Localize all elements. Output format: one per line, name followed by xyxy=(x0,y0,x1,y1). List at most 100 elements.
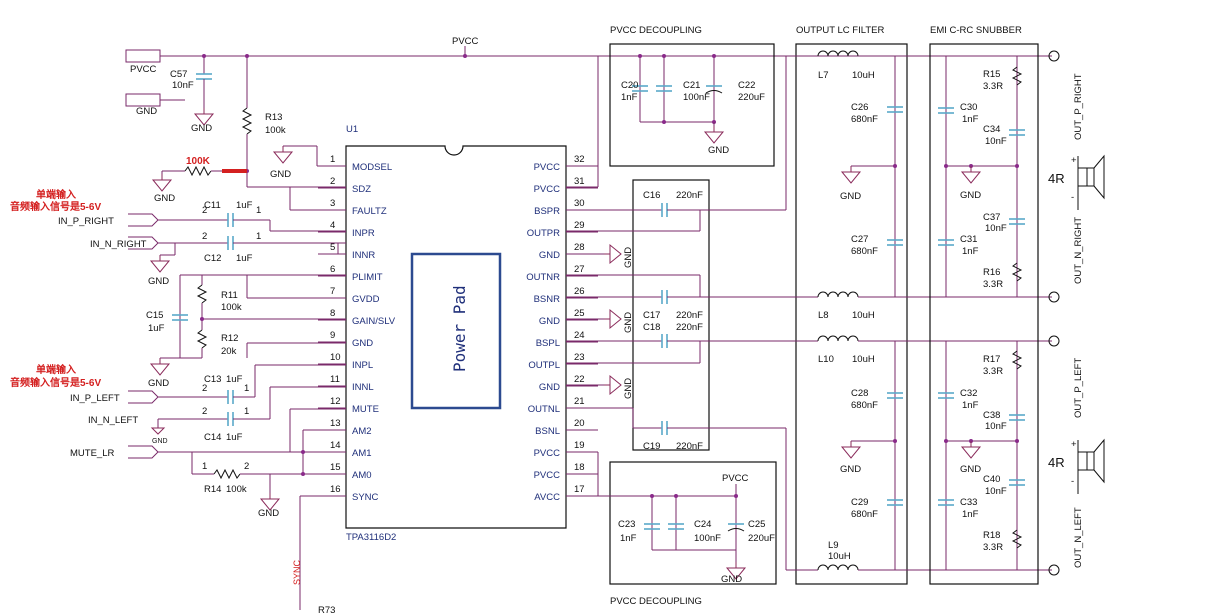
c17-ref: C17 xyxy=(643,310,660,321)
output-lc-title: OUTPUT LC FILTER xyxy=(796,25,884,36)
c21-ref: C21 xyxy=(683,80,700,91)
c11-value: 1uF xyxy=(236,200,253,211)
r11-value: 100k xyxy=(221,302,242,313)
pin-num-left: 13 xyxy=(330,418,341,429)
c23-value: 1nF xyxy=(620,533,637,544)
pin-name-right: OUTNR xyxy=(526,272,560,283)
in-n-right-label: IN_N_RIGHT xyxy=(90,239,147,250)
pvcc-connector xyxy=(125,49,161,63)
pvcc-rail-label: PVCC xyxy=(452,36,479,47)
pvcc-top-title: PVCC DECOUPLING xyxy=(610,25,702,36)
pvcc-decoupling-top: PVCC DECOUPLING GND C20 1nF C21 100nF C2… xyxy=(609,25,775,167)
power-pad xyxy=(410,252,502,410)
pin-name-left: INPR xyxy=(352,228,375,239)
pin-name-right: BSNL xyxy=(535,426,560,437)
c33-value: 1nF xyxy=(962,509,979,520)
snubber-title: EMI C-RC SNUBBER xyxy=(930,25,1022,36)
c30-ref: C30 xyxy=(960,102,977,113)
sdz-network: 100K GND xyxy=(152,156,346,211)
speaker-left-label: 4R xyxy=(1048,455,1065,470)
modsel-gnd-label: GND xyxy=(270,169,291,180)
red-resistor-label: 100K xyxy=(186,156,211,167)
pin-num-right: 17 xyxy=(574,484,585,495)
pin-num-right: 20 xyxy=(574,418,585,429)
r14-ref: R14 xyxy=(204,484,221,495)
speaker-left: +- 4R xyxy=(1048,438,1105,494)
out-n-left: OUT_N_LEFT xyxy=(1073,507,1084,568)
r18-value: 3.3R xyxy=(983,542,1003,553)
lc-r-gnd: GND xyxy=(840,191,861,202)
r12-value: 20k xyxy=(221,346,237,357)
c20-ref: C20 xyxy=(621,80,638,91)
c27-value: 680nF xyxy=(851,246,878,257)
c14-ref: C14 xyxy=(204,432,221,443)
modsel-gnd: GND xyxy=(270,145,346,180)
c21-value: 100nF xyxy=(683,92,710,103)
c38-value: 10nF xyxy=(985,421,1007,432)
pin-name-left: MODSEL xyxy=(352,162,392,173)
gnd28-label: GND xyxy=(623,247,634,268)
r17-ref: R17 xyxy=(983,354,1000,365)
r18-ref: R18 xyxy=(983,530,1000,541)
r16-ref: R16 xyxy=(983,267,1000,278)
pin-name-left: INNR xyxy=(352,250,375,261)
c18-value: 220nF xyxy=(676,322,703,333)
pin-name-right: GND xyxy=(539,382,560,393)
pin-name-right: PVCC xyxy=(534,470,561,481)
l8-ref: L8 xyxy=(818,310,829,321)
in-p-left-label: IN_P_LEFT xyxy=(70,393,120,404)
c20-value: 1nF xyxy=(621,92,638,103)
pin-num-left: 16 xyxy=(330,484,341,495)
pin-num-right: 22 xyxy=(574,374,585,385)
gain-network: R11 100k R12 20k C15 1uF GND xyxy=(146,274,346,389)
right-note-2: 音频输入信号是5-6V xyxy=(10,200,101,213)
c13-value: 1uF xyxy=(226,374,243,385)
c24-value: 100nF xyxy=(694,533,721,544)
c16-value: 220nF xyxy=(676,190,703,201)
gnd-connector xyxy=(125,93,161,107)
c26-ref: C26 xyxy=(851,102,868,113)
c23-ref: C23 xyxy=(618,519,635,530)
pin-num-right: 32 xyxy=(574,154,585,165)
pvcc-bottom-net: PVCC xyxy=(722,473,749,484)
gnd25-label: GND xyxy=(623,312,634,333)
pin-num-left: 14 xyxy=(330,440,341,451)
pin-num-left: 6 xyxy=(330,264,335,275)
pin-num-left: 1 xyxy=(330,154,335,165)
r13-ref: R13 xyxy=(265,112,282,123)
c13-ref: C13 xyxy=(204,374,221,385)
c29-value: 680nF xyxy=(851,509,878,520)
svg-text:-: - xyxy=(1071,192,1074,203)
svg-text:2: 2 xyxy=(244,461,249,472)
c40-value: 10nF xyxy=(985,486,1007,497)
pin-name-left: GAIN/SLV xyxy=(352,316,396,327)
pin-num-left: 15 xyxy=(330,462,341,473)
pin-name-left: SDZ xyxy=(352,184,371,195)
pin-num-left: 2 xyxy=(330,176,335,187)
pin-num-right: 27 xyxy=(574,264,585,275)
pin-num-right: 18 xyxy=(574,462,585,473)
c31-value: 1nF xyxy=(962,246,979,257)
speaker-right: +- 4R xyxy=(1048,154,1105,210)
emi-snubber: EMI C-RC SNUBBER GND C30 1nF R15 3.3R C3… xyxy=(929,25,1039,585)
c32-value: 1nF xyxy=(962,400,979,411)
power-pad-label: Power Pad xyxy=(450,285,469,372)
pin-num-right: 25 xyxy=(574,308,585,319)
c25-ref: C25 xyxy=(748,519,765,530)
snub-l-gnd: GND xyxy=(960,464,981,475)
pvcc-connector-label: PVCC xyxy=(130,64,157,75)
speaker-right-label: 4R xyxy=(1048,171,1065,186)
pin-num-left: 12 xyxy=(330,396,341,407)
pin-name-left: FAULTZ xyxy=(352,206,387,217)
l10-value: 10uH xyxy=(852,354,875,365)
in-p-right-label: IN_P_RIGHT xyxy=(58,216,114,227)
c57-ref: C57 xyxy=(170,69,187,80)
svg-text:1: 1 xyxy=(244,406,249,417)
r73-ref: R73 xyxy=(318,605,335,616)
pin-name-right: BSNR xyxy=(534,294,561,305)
svg-text:-: - xyxy=(1071,476,1074,487)
out-p-right: OUT_P_RIGHT xyxy=(1073,73,1084,140)
c30-value: 1nF xyxy=(962,114,979,125)
